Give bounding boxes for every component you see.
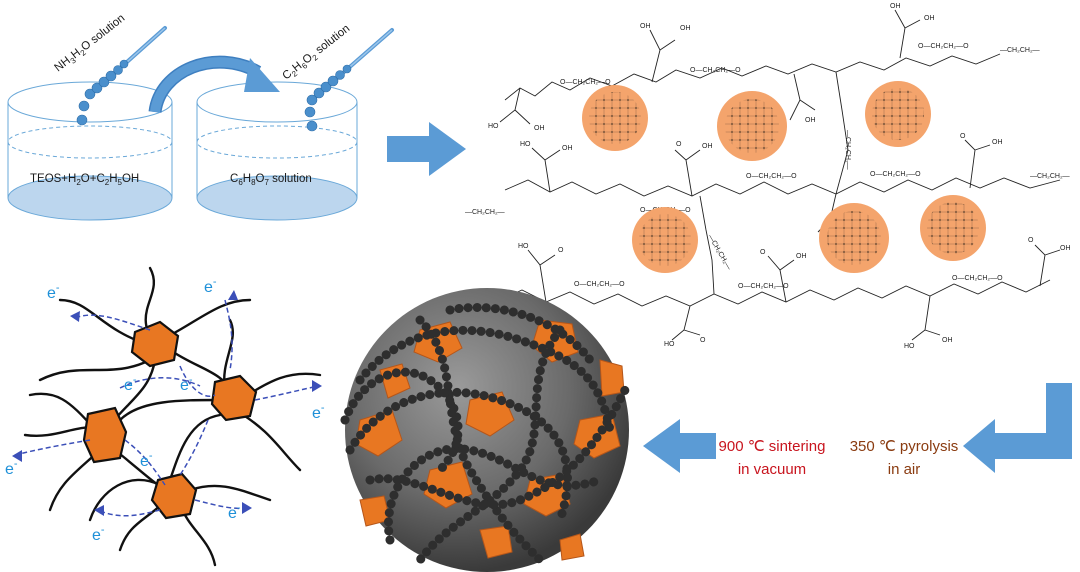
svg-text:OH: OH (805, 117, 816, 124)
core-particle (210, 374, 258, 422)
beaker-left-label: TEOS+H2O+C2H5OH (30, 173, 139, 187)
dropper-right (304, 28, 394, 132)
svg-text:HO: HO (488, 123, 499, 130)
polymer-network (499, 9, 1061, 341)
composite-sphere (340, 288, 630, 572)
svg-text:O—CH₂CH₂—O: O—CH₂CH₂—O (560, 79, 611, 86)
pyrolysis-line1: 350 ℃ pyrolysis (850, 438, 959, 455)
svg-text:O—CH₂CH₂—O: O—CH₂CH₂—O (574, 281, 625, 288)
svg-text:O: O (700, 337, 706, 344)
silica-particle (819, 203, 889, 273)
svg-text:OH: OH (680, 25, 691, 32)
silica-particle (632, 207, 698, 273)
svg-text:—CH₂CH₂—: —CH₂CH₂— (465, 209, 505, 216)
svg-text:O: O (760, 249, 766, 256)
beaker-right-label: C6H8O7 solution (230, 173, 312, 187)
svg-text:O—CH₂CH₂—O: O—CH₂CH₂—O (870, 171, 921, 178)
conductive-network: e- e- e- e- e- e- e- e- e- (5, 266, 325, 567)
electron-label: e- (204, 276, 217, 296)
electron-label: e- (180, 374, 193, 394)
arrow-right (387, 122, 466, 176)
svg-text:OH: OH (702, 143, 713, 150)
svg-text:OH: OH (562, 145, 573, 152)
svg-text:OH: OH (924, 15, 935, 22)
svg-text:O—CH₂CH₂—O: O—CH₂CH₂—O (952, 275, 1003, 282)
svg-text:O: O (558, 247, 564, 254)
silica-particle (582, 85, 648, 151)
svg-text:HO: HO (664, 341, 675, 348)
electron-label: e- (140, 450, 153, 470)
svg-text:—CH₂CH₂—: —CH₂CH₂— (1000, 47, 1040, 54)
sintering-line1: 900 ℃ sintering (719, 438, 826, 455)
electron-label: e- (92, 524, 105, 544)
svg-text:—CH₂CH₂—: —CH₂CH₂— (1030, 173, 1070, 180)
core-particle (130, 320, 180, 368)
electron-label: e- (124, 374, 137, 394)
svg-text:OH: OH (640, 23, 651, 30)
svg-text:HO: HO (520, 141, 531, 148)
core-particle (150, 472, 198, 520)
silica-particle (865, 81, 931, 147)
polymer-labels: O—CH₂CH₂—O O—CH₂CH₂—O O—CH₂CH₂—O O—CH₂CH… (465, 3, 1071, 350)
svg-text:—CH₂CH₂—: —CH₂CH₂— (844, 130, 851, 170)
svg-text:OH: OH (890, 3, 901, 10)
arrow-elbow-down-left (963, 383, 1072, 473)
svg-text:OH: OH (1060, 245, 1071, 252)
silica-particle (717, 91, 787, 161)
svg-text:O—CH₂CH₂—O: O—CH₂CH₂—O (738, 283, 789, 290)
electron-label: e- (228, 502, 241, 522)
sintering-line2: in vacuum (738, 461, 806, 478)
svg-text:OH: OH (796, 253, 807, 260)
core-particle (82, 406, 128, 464)
svg-text:OH: OH (992, 139, 1003, 146)
arrow-left (643, 419, 716, 473)
svg-text:O—CH₂CH₂—O: O—CH₂CH₂—O (690, 67, 741, 74)
silica-particles (582, 81, 986, 273)
svg-text:HO: HO (904, 343, 915, 350)
beaker-left: TEOS+H2O+C2H5OH (7, 81, 173, 221)
electron-label: e- (312, 402, 325, 422)
transfer-arrow (148, 55, 280, 114)
svg-text:OH: OH (942, 337, 953, 344)
svg-text:O: O (960, 133, 966, 140)
svg-text:O—CH₂CH₂—O: O—CH₂CH₂—O (918, 43, 969, 50)
svg-text:OH: OH (534, 125, 545, 132)
svg-text:O: O (676, 141, 682, 148)
svg-text:O: O (1028, 237, 1034, 244)
svg-text:O—CH₂CH₂—O: O—CH₂CH₂—O (746, 173, 797, 180)
svg-text:HO: HO (518, 243, 529, 250)
dropper-left (76, 26, 167, 126)
electron-label: e- (47, 282, 60, 302)
silica-particle (920, 195, 986, 261)
pyrolysis-line2: in air (888, 461, 921, 478)
beaker-right: C6H8O7 solution (196, 81, 358, 221)
electron-label: e- (5, 458, 18, 478)
